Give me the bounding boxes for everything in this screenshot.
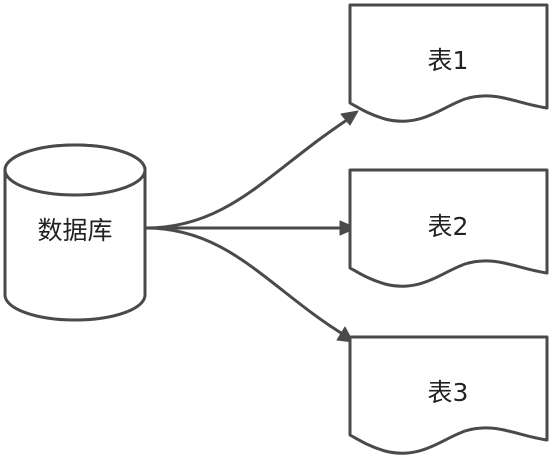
table3-label: 表3 bbox=[428, 378, 469, 407]
table2-node[interactable]: 表2 bbox=[348, 168, 549, 288]
arrowhead-table2 bbox=[339, 220, 357, 236]
table1-node[interactable]: 表1 bbox=[348, 3, 549, 123]
database-node[interactable]: 数据库 bbox=[3, 143, 147, 322]
table2-document-shape bbox=[348, 168, 549, 288]
database-cylinder-top bbox=[3, 143, 147, 197]
table1-label: 表1 bbox=[428, 46, 469, 75]
edge-database-table3 bbox=[144, 226, 348, 338]
database-label: 数据库 bbox=[37, 216, 112, 245]
edge-database-table1 bbox=[144, 116, 352, 230]
table3-node[interactable]: 表3 bbox=[348, 335, 549, 455]
table2-label: 表2 bbox=[428, 212, 469, 241]
table3-document-shape bbox=[348, 335, 549, 455]
arrowhead-table1 bbox=[340, 110, 359, 126]
edges bbox=[144, 110, 359, 343]
table1-document-shape bbox=[348, 3, 549, 123]
